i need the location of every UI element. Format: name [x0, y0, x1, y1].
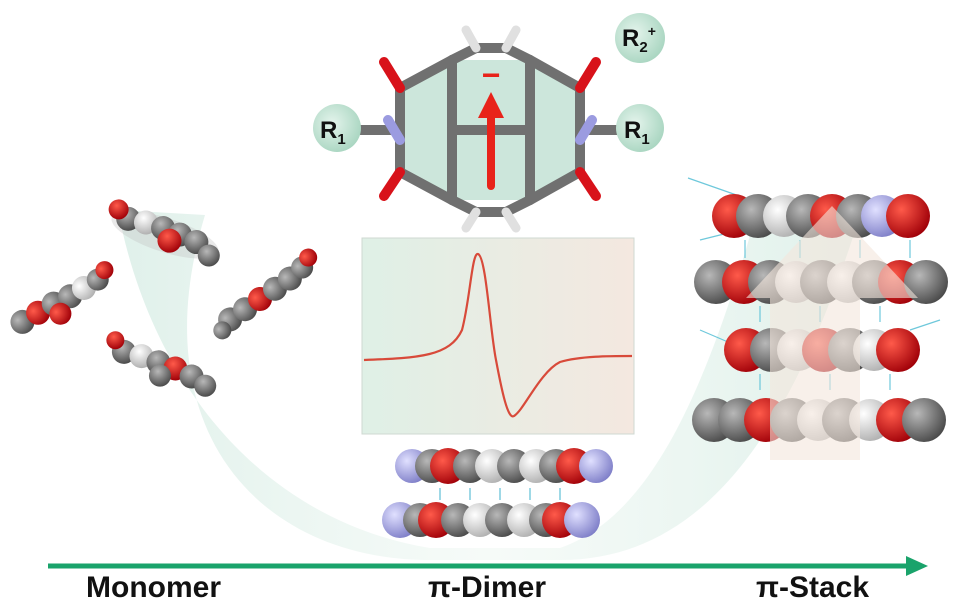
progression-arrow-head	[906, 556, 928, 576]
epr-spectrum-curve	[363, 252, 633, 418]
r1-right-label: R1	[624, 117, 650, 148]
naphthalene-diimide-structure	[353, 25, 625, 233]
pi-stack-assembly	[687, 177, 948, 460]
r2-counter-ion-bubble	[615, 13, 665, 63]
dimer-layer-top	[395, 448, 613, 484]
monomer-molecule-2	[10, 261, 114, 334]
r2-counter-ion-label: R2+	[622, 23, 656, 56]
pathway-swoosh	[118, 200, 860, 560]
stack-growth-arrow	[746, 206, 918, 460]
r1-left-bubble	[313, 104, 361, 152]
charge-label: −	[482, 57, 501, 93]
monomer-molecule-4	[106, 331, 217, 397]
epr-spectrum-panel	[361, 237, 635, 435]
r1-right-bubble	[616, 104, 664, 152]
r1-left-label: R1	[320, 117, 346, 148]
monomer-molecule-1	[108, 199, 220, 267]
monomer-molecule-3	[213, 248, 318, 340]
stage-label-pi-stack: π-Stack	[756, 571, 870, 604]
stage-label-pi-dimer: π-Dimer	[428, 571, 546, 604]
pi-dimer-assembly	[382, 448, 613, 538]
spin-arrow-head	[478, 92, 504, 118]
dimer-layer-bottom	[382, 502, 600, 538]
stage-label-monomer: Monomer	[86, 571, 221, 604]
